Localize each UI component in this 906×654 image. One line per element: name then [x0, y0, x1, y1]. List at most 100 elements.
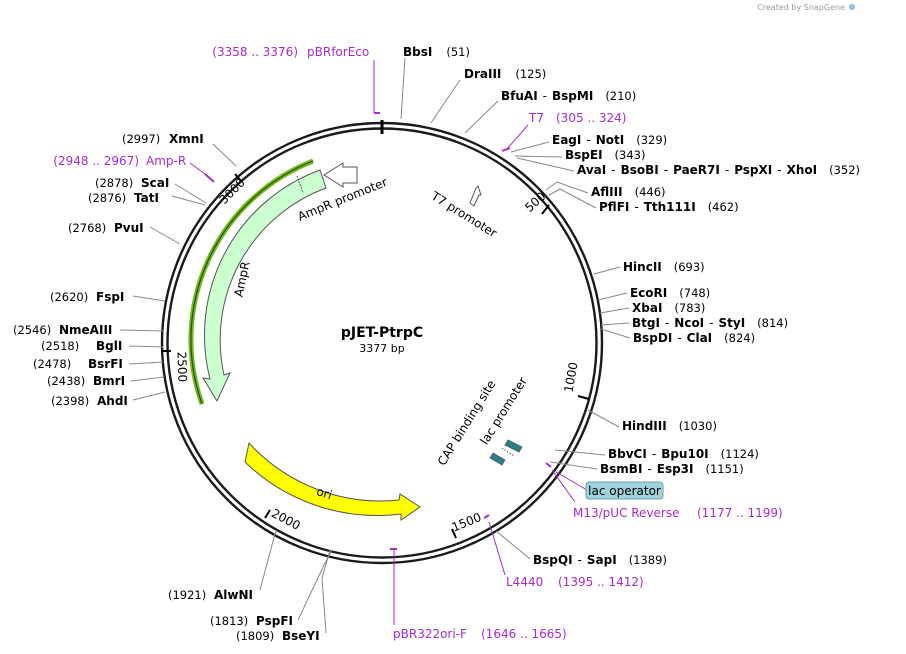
- enzyme-bmri-name: BmrI: [93, 374, 125, 388]
- enzyme-avai-name-1: AvaI: [577, 163, 606, 177]
- tick-500: [541, 204, 550, 215]
- leader-alwni: [259, 529, 277, 591]
- enzyme-hindiii: HindIII (1030): [622, 419, 717, 433]
- enzyme-alwni-pos: (1921): [168, 588, 206, 602]
- leader-hincii: [593, 266, 621, 275]
- enzyme-pflfi: PflFI-Tth111I(462): [599, 200, 739, 214]
- enzyme-bspqi-name-2: SapI: [587, 553, 617, 567]
- enzyme-bfuai-pos: (210): [605, 89, 636, 103]
- leader-bfuai: [464, 100, 499, 134]
- enzyme-bbsi-name: BbsI: [403, 45, 432, 59]
- enzyme-scai-name: ScaI: [141, 176, 169, 190]
- enzyme-bspqi-pos: (1389): [629, 553, 667, 567]
- enzyme-ahdi-name: AhdI: [97, 394, 128, 408]
- enzyme-eagi-name-1: EagI: [552, 133, 581, 147]
- primer-name-pbrforeco: pBRforEco: [307, 45, 369, 59]
- leader-ahdi: [132, 391, 166, 401]
- enzyme-ecori: EcoRI (748): [630, 286, 710, 300]
- tick-3000: [234, 173, 242, 182]
- enzyme-ecori-pos: (748): [679, 286, 710, 300]
- enzyme-bgli-pos: (2518): [41, 339, 79, 353]
- enzyme-draiii-pos: (125): [515, 67, 546, 81]
- leader-ecori: [597, 292, 628, 301]
- enzyme-ecori-name: EcoRI: [630, 286, 667, 300]
- enzyme-pflfi-name-2: Tth111I: [644, 200, 696, 214]
- enzyme-bspei-pos: (343): [615, 148, 646, 162]
- enzyme-fspi-name: FspI: [96, 290, 124, 304]
- enzyme-bspdi: BspDI-ClaI(824): [633, 331, 755, 345]
- enzyme-btgi-name-2: NcoI: [674, 316, 704, 330]
- enzyme-avai-name-2: BsoBI: [621, 163, 659, 177]
- leader-draiii: [430, 79, 461, 124]
- enzyme-avai-name-3: PaeR7I: [673, 163, 720, 177]
- leader-tati: [171, 195, 206, 206]
- enzyme-nmeaiii: (2546) NmeAIII: [13, 323, 112, 337]
- enzyme-hincii-pos: (693): [674, 260, 705, 274]
- leader-bsrfi: [128, 361, 164, 365]
- primer-name-ampr: Amp-R: [146, 154, 186, 168]
- lac-operator-connector: [555, 471, 588, 491]
- plasmid-length: 3377 bp: [359, 342, 404, 355]
- leader-nmeaiii: [119, 329, 164, 332]
- leader-bbvci: [554, 449, 606, 456]
- leader-pvui: [149, 226, 181, 245]
- tick-label-2500: 2500: [174, 351, 189, 382]
- enzyme-hincii: HincII(693): [623, 260, 705, 274]
- enzyme-bsmbi-pos: (1151): [706, 462, 744, 476]
- enzyme-avai-pos: (352): [829, 163, 860, 177]
- enzyme-bspei: BspEI(343): [565, 148, 645, 162]
- enzyme-avai-name-5: XhoI: [787, 163, 818, 177]
- ampr-bar-line: [190, 160, 314, 405]
- ampr-primer-marker: [204, 173, 215, 183]
- enzyme-pvui-pos: (2768): [68, 221, 106, 235]
- enzyme-nmeaiii-pos: (2546): [13, 323, 51, 337]
- primer-name-t7: T7: [528, 111, 544, 125]
- enzyme-bspdi-name-1: BspDI: [633, 331, 672, 345]
- enzyme-btgi-name-3: StyI: [719, 316, 746, 330]
- enzyme-xbai: XbaI(783): [632, 301, 705, 315]
- t7-line: [505, 124, 529, 151]
- enzyme-bspdi-pos: (824): [724, 331, 755, 345]
- leader-btgi: [600, 322, 630, 326]
- enzyme-bbvci-name-1: BbvCI: [608, 447, 647, 461]
- credit-text: Created by SnapGene: [757, 3, 845, 12]
- enzyme-alwni-name: AlwNI: [214, 588, 253, 602]
- enzyme-btgi-pos: (814): [757, 316, 788, 330]
- enzyme-labels-left: (2997)XmnI (2878)ScaI (2876)TatI (2768)P…: [13, 132, 320, 643]
- lac-operator-badge: lac operator: [555, 471, 664, 500]
- tick-1500: [451, 528, 457, 539]
- enzyme-alwni: (1921) AlwNI: [168, 588, 253, 602]
- enzyme-tati: (2876)TatI: [88, 191, 159, 205]
- enzyme-hindiii-name: HindIII: [622, 419, 667, 433]
- tick-label-1500: 1500: [450, 510, 484, 534]
- leader-bsmbi: [549, 461, 598, 470]
- enzyme-pspfi-name: PspFI: [256, 614, 293, 628]
- enzyme-nmeaiii-name: NmeAIII: [59, 323, 112, 337]
- lac-promoter-arrow: [504, 439, 523, 453]
- enzyme-bsrfi: (2478)BsrFI: [33, 357, 123, 371]
- enzyme-bsrfi-pos: (2478): [33, 357, 71, 371]
- enzyme-hindiii-pos: (1030): [679, 419, 717, 433]
- enzyme-bfuai-name-2: BspMI: [552, 89, 593, 103]
- leader-pflfi: [548, 188, 597, 209]
- ori-label: ori: [315, 484, 334, 502]
- enzyme-bmri: (2438)BmrI: [47, 374, 125, 388]
- enzyme-fspi: (2620) FspI: [50, 290, 124, 304]
- enzyme-bbvci-name-2: Bpu10I: [661, 447, 708, 461]
- l4440-line: [488, 521, 506, 576]
- enzyme-bbsi-pos: (51): [446, 45, 470, 59]
- primer-range-m13: (1177 .. 1199): [697, 506, 783, 520]
- leader-bspdi: [600, 328, 631, 339]
- leader-xbai: [599, 307, 630, 314]
- primer-markers: [189, 60, 576, 625]
- enzyme-fspi-pos: (2620): [50, 290, 88, 304]
- enzyme-xbai-name: XbaI: [632, 301, 662, 315]
- cap-site-box: [489, 452, 506, 466]
- m13-marker: [545, 462, 552, 468]
- lac-operator-box: [585, 481, 664, 500]
- leader-bmri: [130, 376, 165, 382]
- primer-name-pbr322ori: pBR322ori-F: [393, 627, 467, 641]
- leader-scai: [174, 183, 207, 204]
- leader-bseyi: [321, 549, 331, 634]
- m13-line: [551, 469, 576, 503]
